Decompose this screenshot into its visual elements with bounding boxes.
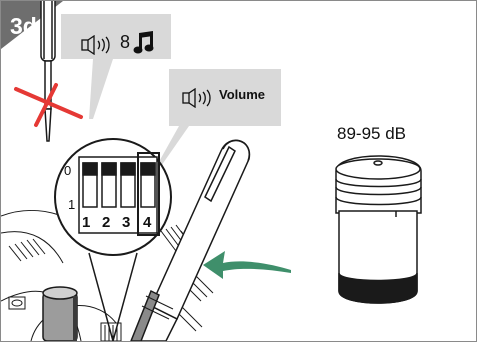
dip-switch-1 <box>83 163 97 207</box>
speaker-icon <box>81 35 115 55</box>
dip-off-label: 0 <box>64 163 71 178</box>
sounder-device <box>336 156 421 303</box>
dip-number-3: 3 <box>122 214 130 231</box>
capacitor <box>43 287 77 341</box>
dip-switch-4 <box>141 163 155 207</box>
volume-label: Volume <box>219 87 265 102</box>
insert-arrow-icon <box>203 251 291 279</box>
small-component <box>9 297 25 309</box>
notes-count: 8 <box>120 32 130 53</box>
dip-number-2: 2 <box>102 214 110 231</box>
dip-switch-3 <box>121 163 135 207</box>
volume-callout <box>156 69 281 169</box>
dip-on-label: 1 <box>68 197 75 212</box>
step-number: 3d <box>10 13 37 40</box>
speaker-icon <box>182 88 216 108</box>
sound-level-label: 89-95 dB <box>337 124 406 144</box>
music-note-icon <box>133 31 155 55</box>
notes-callout <box>61 14 171 119</box>
dip-number-1: 1 <box>82 214 90 231</box>
dip-number-4: 4 <box>143 214 151 231</box>
dip-switch-2 <box>102 163 116 207</box>
screwdriver <box>41 1 55 141</box>
